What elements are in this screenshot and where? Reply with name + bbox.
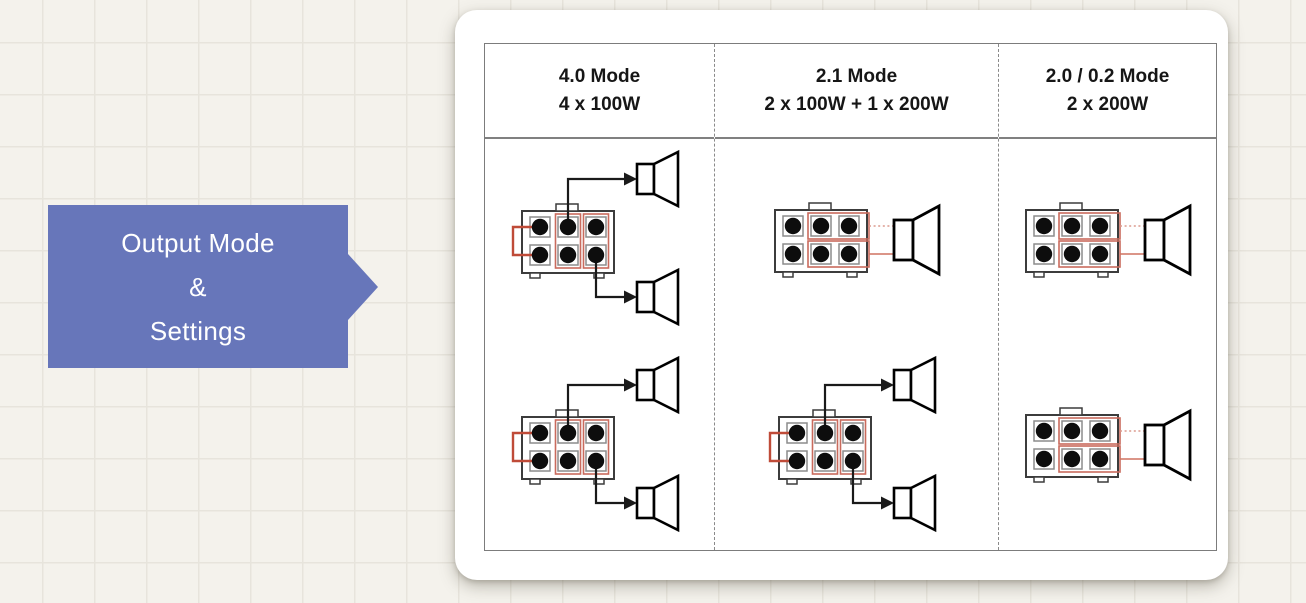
- power-label: 2 x 100W + 1 x 200W: [764, 93, 949, 115]
- output-modes-table: 4.0 Mode 4 x 100W: [484, 43, 1217, 551]
- mode-column-2-0-0-2: 2.0 / 0.2 Mode 2 x 200W: [998, 44, 1216, 550]
- arrowhead-icon: [880, 378, 894, 392]
- speaker-icon: [635, 473, 679, 532]
- block-foot: [1096, 271, 1109, 278]
- mode-column-4-0: 4.0 Mode 4 x 100W: [485, 44, 714, 550]
- block-foot: [1032, 476, 1045, 483]
- speaker-icon: [635, 355, 679, 414]
- terminal-block: [1024, 202, 1145, 278]
- block-foot: [849, 478, 862, 485]
- mode-column-2-1: 2.1 Mode 2 x 100W + 1 x 200W: [714, 44, 998, 550]
- terminal-pins: [531, 219, 604, 264]
- red-jumper-wire: [511, 431, 540, 462]
- block-foot: [1032, 271, 1045, 278]
- terminal-block: [511, 383, 624, 504]
- speaker-icon: [635, 268, 679, 327]
- mode-label: 2.1 Mode: [815, 65, 898, 87]
- arrowhead-icon: [623, 378, 637, 392]
- terminal-pins: [531, 424, 604, 469]
- mode-label: 2.0 / 0.2 Mode: [1045, 65, 1170, 87]
- large-speaker-icon: [1143, 203, 1191, 277]
- block-top-tab: [1058, 407, 1083, 416]
- speaker-wire-top: [823, 383, 881, 433]
- terminal-pins: [1035, 217, 1108, 262]
- large-speaker-icon: [892, 203, 940, 277]
- block-foot: [1096, 476, 1109, 483]
- speaker-icon: [635, 150, 679, 209]
- red-jumper-wire: [511, 226, 540, 257]
- callout-arrow-right: [348, 254, 378, 320]
- speaker-wire-bottom: [594, 255, 624, 299]
- speaker-wire-top: [566, 178, 624, 228]
- terminal-block: [511, 178, 624, 299]
- terminal-pins: [1035, 423, 1108, 468]
- wiring-diagram-slot: [999, 345, 1216, 551]
- dual-speaker-wiring-diagram: [511, 355, 679, 532]
- wiring-diagram-slot: [999, 139, 1216, 345]
- dual-speaker-wiring-diagram: [768, 355, 936, 532]
- column-body-2-1: [715, 139, 998, 550]
- power-label: 4 x 100W: [558, 93, 641, 115]
- speaker-icon: [892, 473, 936, 532]
- block-foot: [592, 272, 605, 279]
- terminal-block: [768, 383, 881, 504]
- column-header-2-1: 2.1 Mode 2 x 100W + 1 x 200W: [715, 44, 998, 139]
- wiring-diagram-slot: [485, 139, 714, 345]
- terminal-block: [1024, 407, 1145, 483]
- power-label: 2 x 200W: [1066, 93, 1149, 115]
- wiring-diagram-slot: [485, 345, 714, 551]
- arrowhead-icon: [623, 496, 637, 510]
- wiring-diagram-slot: [715, 345, 998, 551]
- block-foot: [528, 272, 541, 279]
- arrowhead-icon: [623, 172, 637, 186]
- mode-label: 4.0 Mode: [558, 65, 641, 87]
- speaker-wire-bottom: [594, 460, 624, 504]
- terminal-block: [773, 202, 894, 278]
- terminal-pins: [788, 424, 861, 469]
- bridged-speaker-wiring-diagram: [773, 202, 940, 278]
- block-foot: [845, 271, 858, 278]
- column-header-2-0-0-2: 2.0 / 0.2 Mode 2 x 200W: [999, 44, 1216, 139]
- callout-line-3: Settings: [149, 315, 247, 346]
- bridged-speaker-wiring-diagram: [1024, 202, 1191, 278]
- wiring-diagram-slot: [715, 139, 998, 345]
- bridged-speaker-wiring-diagram: [1024, 407, 1191, 483]
- block-foot: [781, 271, 794, 278]
- large-speaker-icon: [1143, 408, 1191, 482]
- speaker-icon: [892, 355, 936, 414]
- column-body-4-0: [485, 139, 714, 550]
- speaker-wire-top: [566, 383, 624, 433]
- modes-card: 4.0 Mode 4 x 100W: [455, 10, 1228, 580]
- arrowhead-icon: [623, 290, 637, 304]
- block-top-tab: [807, 202, 832, 211]
- column-header-4-0: 4.0 Mode 4 x 100W: [485, 44, 714, 139]
- column-body-2-0-0-2: [999, 139, 1216, 550]
- dual-speaker-wiring-diagram: [511, 150, 679, 327]
- block-foot: [528, 478, 541, 485]
- block-top-tab: [1058, 202, 1083, 211]
- terminal-pins: [784, 217, 857, 262]
- callout-line-1: Output Mode: [121, 227, 275, 258]
- red-jumper-wire: [768, 431, 797, 462]
- callout-line-2: &: [189, 271, 207, 302]
- speaker-wire-bottom: [851, 460, 881, 504]
- block-foot: [592, 478, 605, 485]
- output-mode-settings-callout: Output Mode & Settings: [48, 205, 348, 368]
- arrowhead-icon: [880, 496, 894, 510]
- block-foot: [785, 478, 798, 485]
